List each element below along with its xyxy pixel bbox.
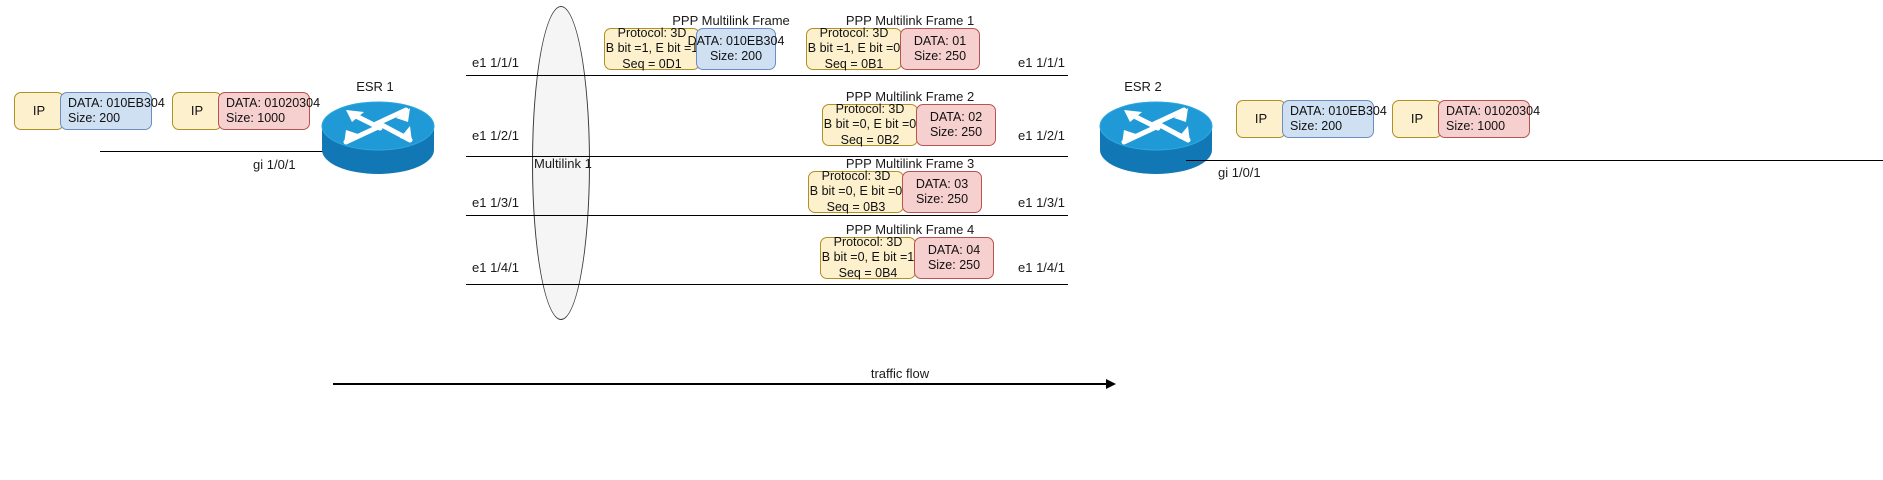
left-access-port-label: gi 1/0/1 (253, 157, 296, 172)
traffic-flow-arrowhead (1106, 379, 1116, 389)
link-0-frame-1-seq: Seq = 0B1 (824, 56, 884, 71)
link-0-frame-1-payload: DATA: 01 Size: 250 (900, 28, 980, 70)
link-0-line (466, 75, 1068, 77)
left-access-link-line (100, 151, 362, 153)
link-0-right-interface: e1 1/1/1 (1018, 55, 1065, 70)
right-access-port-label: gi 1/0/1 (1218, 165, 1261, 180)
right-packet-0-size: Size: 200 (1290, 119, 1343, 133)
link-3-frame-0-title: PPP Multilink Frame 4 (845, 222, 975, 237)
link-1-frame-0-bits: B bit =0, E bit =0 (823, 117, 917, 132)
right-packet-1-ip-label: IP (1410, 111, 1424, 127)
link-1-frame-0-protocol: Protocol: 3D (835, 101, 905, 116)
link-1-frame-0-seq: Seq = 0B2 (840, 132, 900, 147)
link-0-frame-0-header: Protocol: 3D B bit =1, E bit =1 Seq = 0D… (604, 25, 700, 71)
link-1-right-interface: e1 1/2/1 (1018, 128, 1065, 143)
right-packet-1-ip-header: IP (1392, 100, 1442, 138)
link-3-line (466, 284, 1068, 286)
link-2-frame-0-header: Protocol: 3D B bit =0, E bit =0 Seq = 0B… (808, 168, 904, 214)
router-esr2-icon (1096, 100, 1216, 176)
link-1-frame-0-size: Size: 250 (929, 125, 983, 139)
link-0-frame-0-protocol: Protocol: 3D (617, 25, 687, 40)
link-3-frame-0-bits: B bit =0, E bit =1 (821, 250, 915, 265)
left-packet-1-ip-label: IP (190, 103, 204, 119)
link-1-frame-0-title: PPP Multilink Frame 2 (845, 89, 975, 104)
multilink-bundle-label: Multilink 1 (534, 156, 592, 171)
link-2-left-interface: e1 1/3/1 (472, 195, 519, 210)
link-3-frame-0-header: Protocol: 3D B bit =0, E bit =1 Seq = 0B… (820, 234, 916, 280)
left-packet-0-payload: DATA: 010EB304 Size: 200 (60, 92, 165, 130)
link-0-frame-0-title: PPP Multilink Frame (672, 13, 790, 28)
link-2-line (466, 215, 1068, 217)
left-packet-0-ip-label: IP (32, 103, 46, 119)
right-packet-1-size: Size: 1000 (1446, 119, 1506, 133)
left-packet-1-payload: DATA: 01020304 Size: 1000 (218, 92, 320, 130)
router-esr2-label: ESR 2 (1124, 79, 1162, 94)
link-3-frame-0-size: Size: 250 (927, 258, 981, 272)
link-2-right-interface: e1 1/3/1 (1018, 195, 1065, 210)
traffic-flow-line (333, 383, 1108, 385)
left-packet-0-data: DATA: 010EB304 (68, 95, 165, 110)
link-2-frame-0-size: Size: 250 (915, 192, 969, 206)
link-0-frame-1-title: PPP Multilink Frame 1 (845, 13, 975, 28)
left-packet-1-ip-header: IP (172, 92, 222, 130)
link-2-frame-0-protocol: Protocol: 3D (821, 168, 891, 183)
router-esr1-icon (318, 100, 438, 176)
link-1-frame-0-data: DATA: 02 (929, 109, 983, 124)
left-packet-1-data: DATA: 01020304 (226, 95, 321, 110)
router-esr1-label: ESR 1 (356, 79, 394, 94)
link-0-frame-0-payload: DATA: 010EB304 Size: 200 (688, 28, 784, 70)
link-1-frame-0-payload: DATA: 02 Size: 250 (916, 104, 996, 146)
right-access-link-line (1186, 160, 1883, 162)
right-packet-0-ip-label: IP (1254, 111, 1268, 127)
multilink-bundle-ellipse (532, 6, 590, 320)
link-0-frame-0-bits: B bit =1, E bit =1 (605, 41, 699, 56)
traffic-flow-label: traffic flow (870, 366, 930, 381)
left-packet-0-ip-header: IP (14, 92, 64, 130)
link-3-frame-0-seq: Seq = 0B4 (838, 265, 898, 280)
link-1-line (466, 156, 1068, 158)
link-0-frame-1-protocol: Protocol: 3D (819, 25, 889, 40)
right-packet-1-data: DATA: 01020304 (1446, 103, 1541, 118)
link-2-frame-0-payload: DATA: 03 Size: 250 (902, 171, 982, 213)
link-0-frame-1-size: Size: 250 (913, 49, 967, 63)
link-3-frame-0-protocol: Protocol: 3D (833, 234, 903, 249)
link-2-frame-0-bits: B bit =0, E bit =0 (809, 184, 903, 199)
link-0-frame-1-bits: B bit =1, E bit =0 (807, 41, 901, 56)
left-packet-1-size: Size: 1000 (226, 111, 286, 125)
right-packet-1-payload: DATA: 01020304 Size: 1000 (1438, 100, 1540, 138)
link-0-frame-1-data: DATA: 01 (913, 33, 967, 48)
link-3-right-interface: e1 1/4/1 (1018, 260, 1065, 275)
right-packet-0-data: DATA: 010EB304 (1290, 103, 1387, 118)
link-1-frame-0-header: Protocol: 3D B bit =0, E bit =0 Seq = 0B… (822, 101, 918, 147)
link-2-frame-0-data: DATA: 03 (915, 176, 969, 191)
link-2-frame-0-seq: Seq = 0B3 (826, 199, 886, 214)
link-0-frame-0-seq: Seq = 0D1 (622, 56, 682, 71)
link-3-left-interface: e1 1/4/1 (472, 260, 519, 275)
link-0-frame-1-header: Protocol: 3D B bit =1, E bit =0 Seq = 0B… (806, 25, 902, 71)
right-packet-0-ip-header: IP (1236, 100, 1286, 138)
link-2-frame-0-title: PPP Multilink Frame 3 (845, 156, 975, 171)
link-3-frame-0-data: DATA: 04 (927, 242, 981, 257)
left-packet-0-size: Size: 200 (68, 111, 121, 125)
link-0-frame-0-size: Size: 200 (709, 49, 763, 63)
link-3-frame-0-payload: DATA: 04 Size: 250 (914, 237, 994, 279)
link-0-frame-0-data: DATA: 010EB304 (687, 33, 785, 48)
link-0-left-interface: e1 1/1/1 (472, 55, 519, 70)
link-1-left-interface: e1 1/2/1 (472, 128, 519, 143)
right-packet-0-payload: DATA: 010EB304 Size: 200 (1282, 100, 1387, 138)
